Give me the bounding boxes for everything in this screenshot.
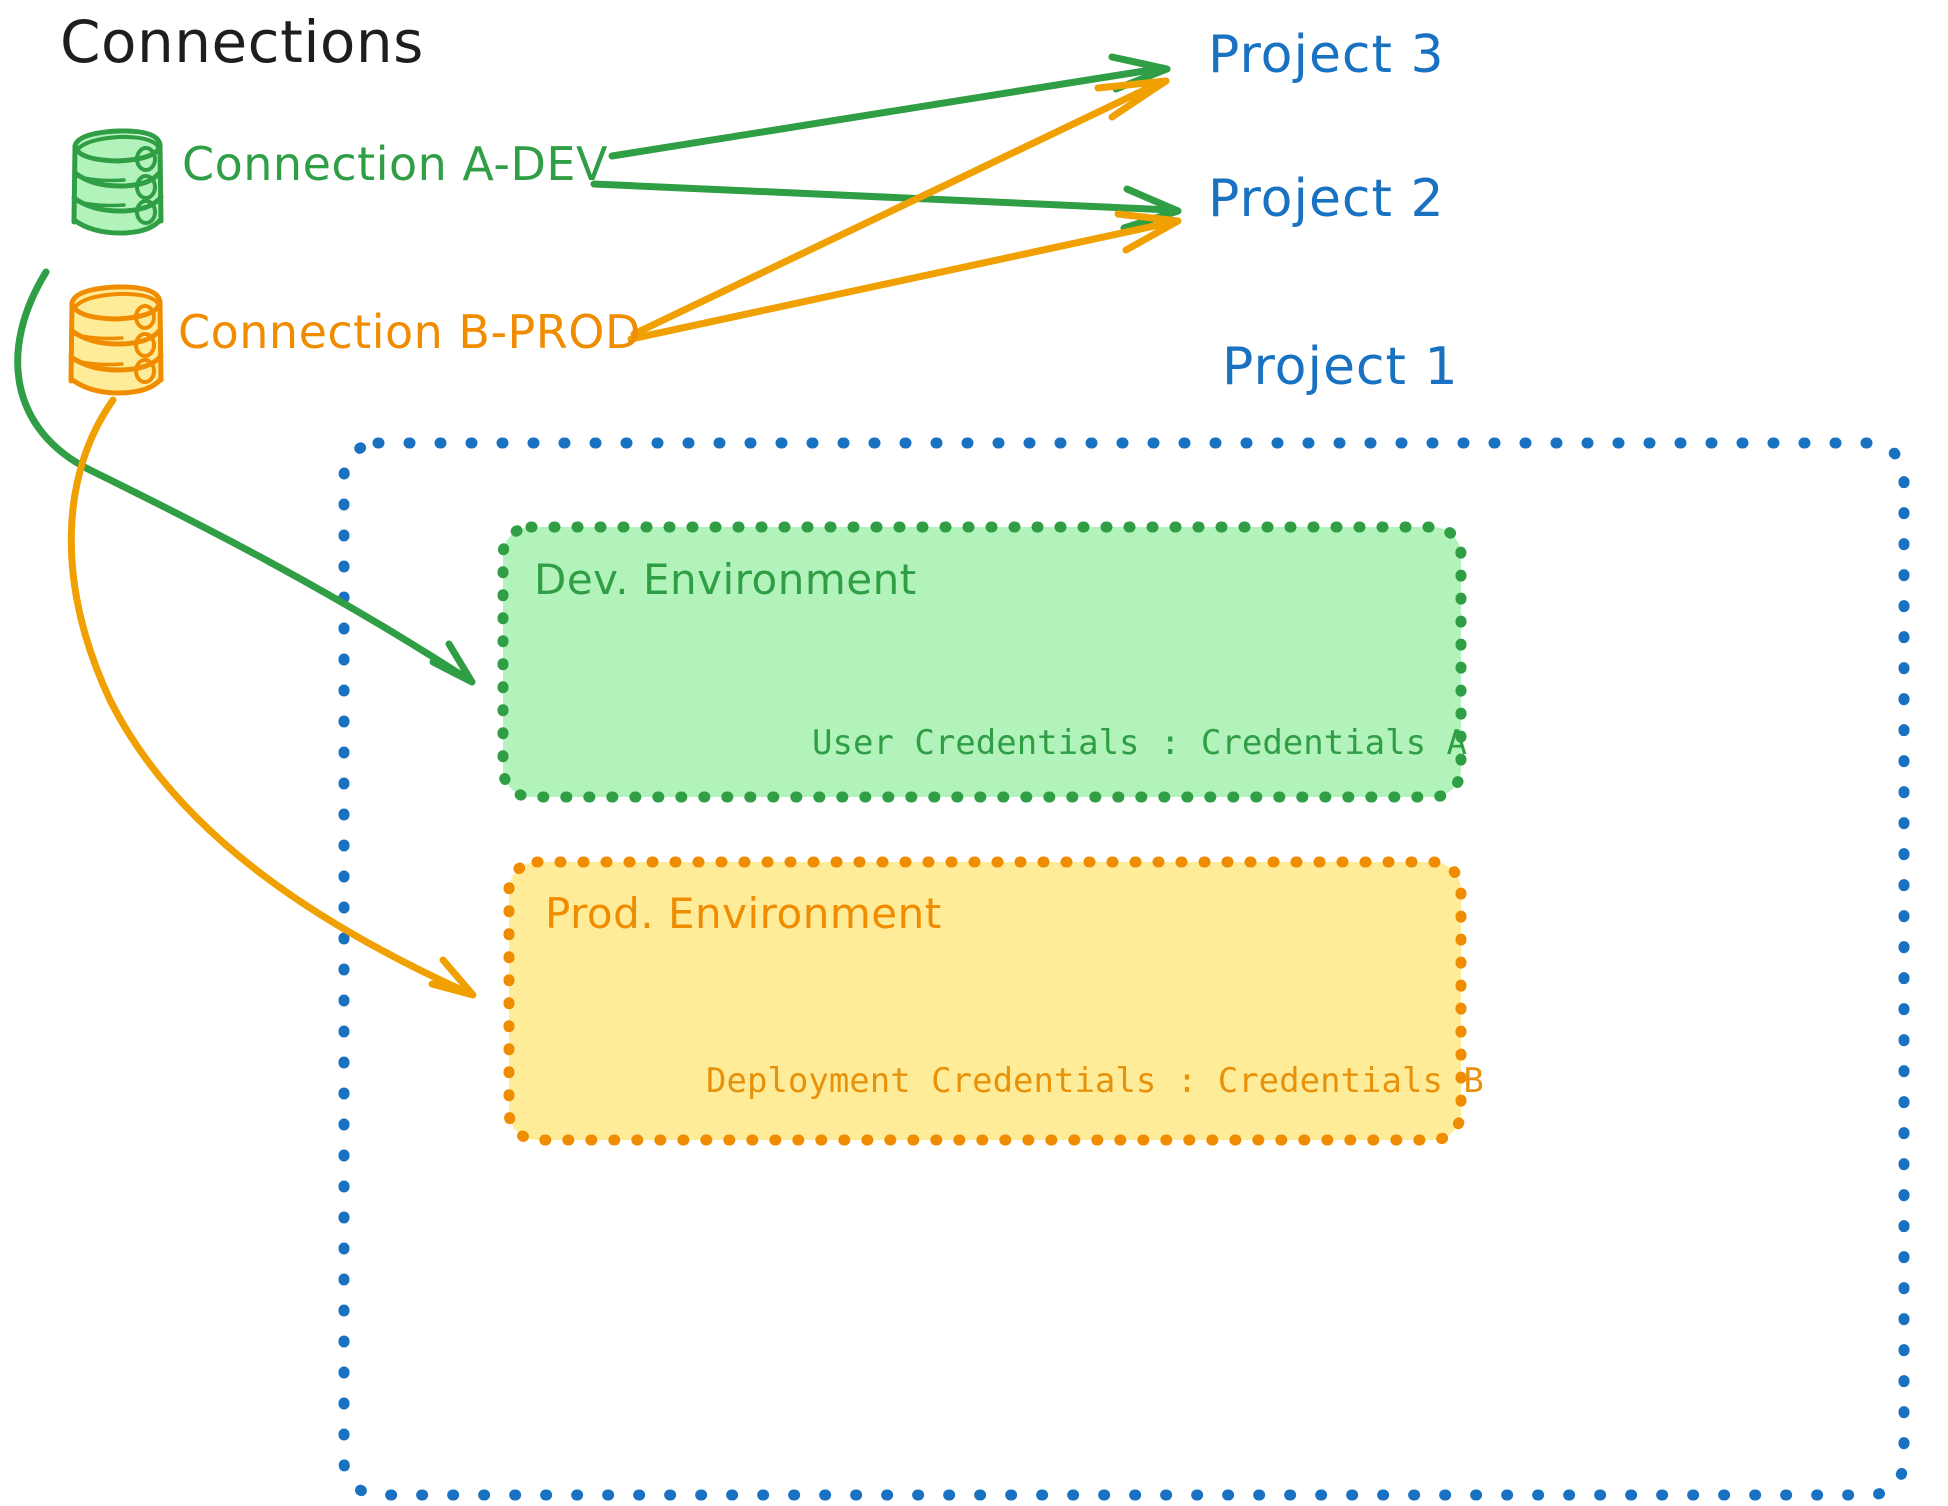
- edge-a-to-dev-environment: [14, 268, 476, 686]
- database-cylinder-icon-orange: [68, 284, 164, 396]
- dev-environment-box: [497, 521, 1467, 803]
- prod-environment-credentials: Deployment Credentials : Credentials B: [706, 1061, 1484, 1101]
- edge-a-to-project3: [608, 53, 1171, 160]
- prod-environment-box: [503, 856, 1467, 1146]
- project-1-label: Project 1: [1222, 337, 1459, 397]
- connection-b-prod-label: Connection B-PROD: [178, 305, 641, 359]
- edge-b-to-prod-environment: [67, 396, 477, 999]
- edge-a-to-project2: [590, 180, 1182, 232]
- database-cylinder-icon-green: [71, 128, 164, 236]
- prod-environment-title: Prod. Environment: [545, 889, 942, 938]
- project-1-container: [338, 437, 1910, 1501]
- project-3-label: Project 3: [1208, 25, 1445, 85]
- project-2-label: Project 2: [1208, 169, 1445, 229]
- dev-environment-credentials: User Credentials : Credentials A: [812, 723, 1468, 763]
- page-title: Connections: [60, 8, 424, 76]
- edge-b-to-project2: [627, 210, 1182, 343]
- dev-environment-title: Dev. Environment: [534, 555, 917, 604]
- connection-a-dev-label: Connection A-DEV: [182, 137, 608, 191]
- edge-b-to-project3: [630, 77, 1170, 338]
